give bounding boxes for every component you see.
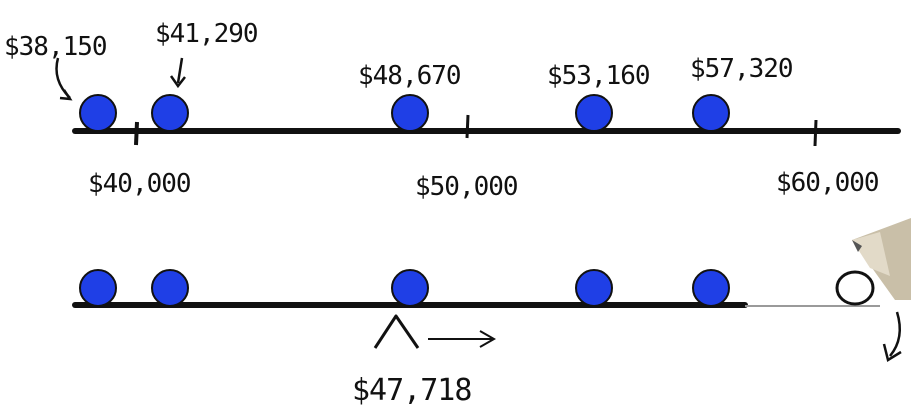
fulcrum-marker [373,314,420,349]
curved-arrow [889,311,902,357]
arrow-38150 [55,57,71,99]
arrow-41290 [176,57,184,84]
balance-label: $47,718 [352,373,471,408]
tick-label-50000: $50,000 [415,172,518,202]
pen-icon [852,218,911,300]
bottom-point-5 [692,269,730,307]
arrowhead-41290 [169,75,186,89]
data-point-57320 [692,94,730,132]
empty-point [835,270,875,306]
tick-label-40000: $40,000 [88,169,191,199]
data-point-53160 [575,94,613,132]
tick-label-60000: $60,000 [776,168,879,198]
curved-arrowhead [882,343,902,362]
point-label-57320: $57,320 [690,54,793,84]
data-point-41290 [151,94,189,132]
bottom-point-1 [79,269,117,307]
data-point-48670 [391,94,429,132]
point-label-38150: $38,150 [4,32,107,62]
bottom-point-3 [391,269,429,307]
tick-60000 [813,119,818,147]
point-label-48670: $48,670 [358,61,461,91]
data-point-38150 [79,94,117,132]
shift-arrowhead [479,330,497,348]
tick-40000 [134,121,139,146]
bottom-point-2 [151,269,189,307]
point-label-41290: $41,290 [155,19,258,49]
point-label-53160: $53,160 [547,61,650,91]
arrowhead-38150 [59,89,73,101]
bottom-point-4 [575,269,613,307]
tick-50000 [465,114,470,139]
